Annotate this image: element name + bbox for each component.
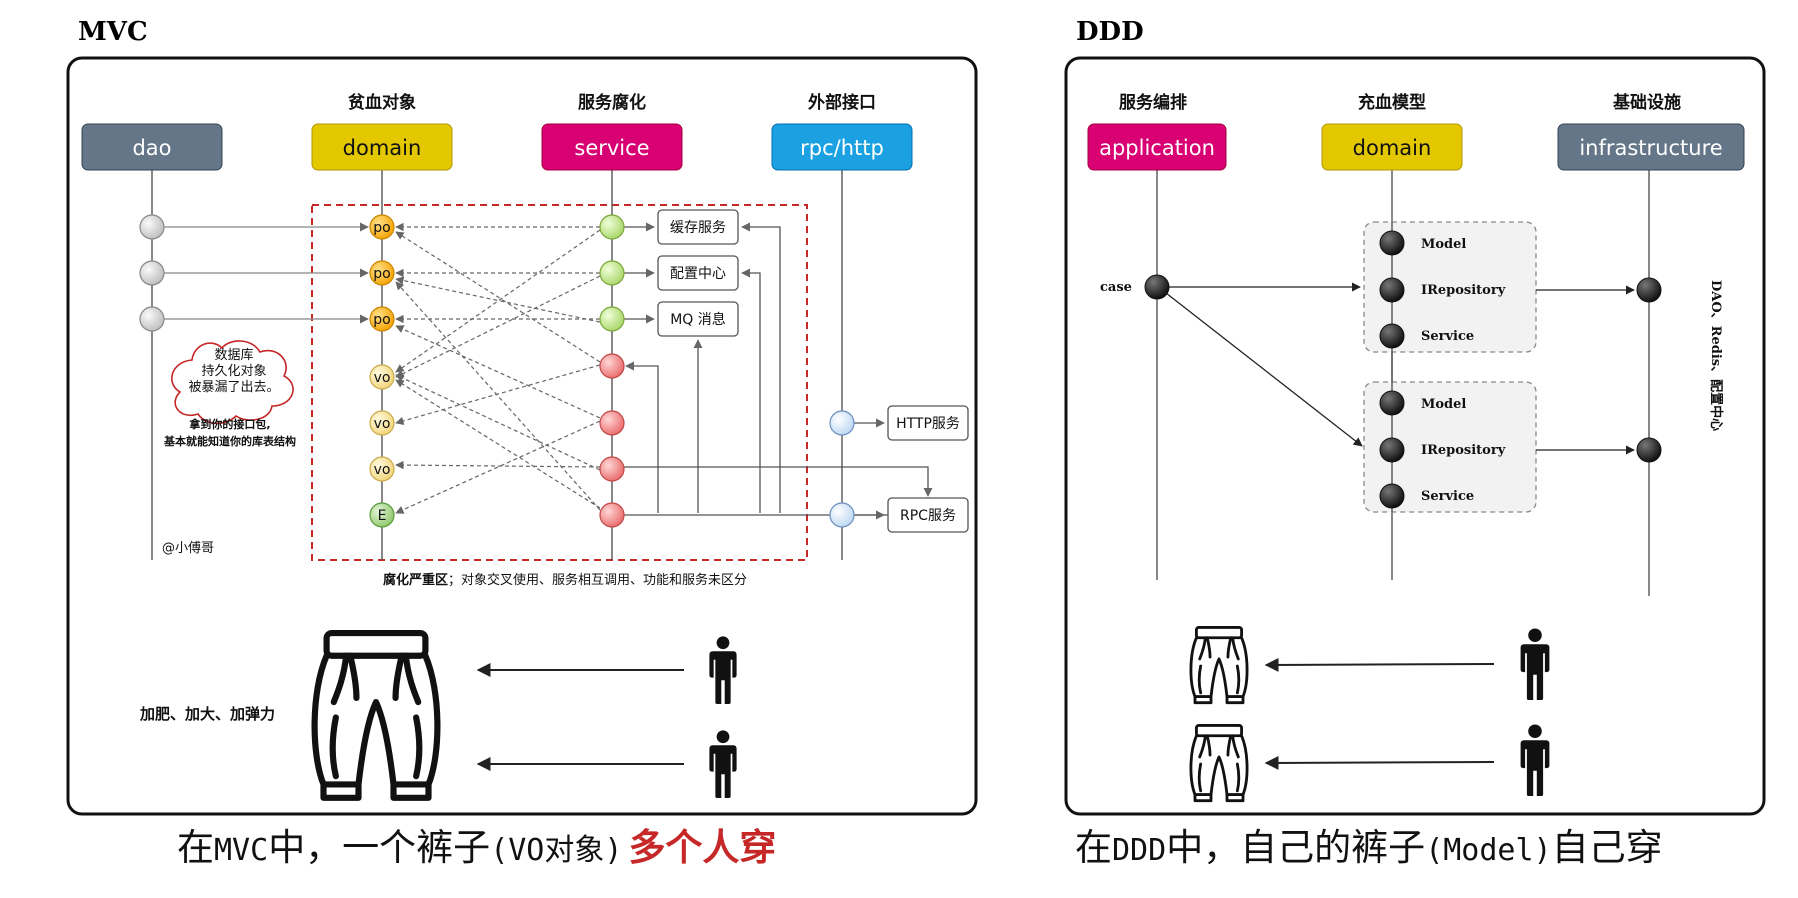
interface-note-1: 拿到你的接口包,	[188, 417, 270, 431]
http-service-box	[887, 405, 969, 441]
mvc-caption-mid: 中，一个裤子	[268, 826, 490, 869]
rpc-http-box	[771, 123, 913, 171]
corruption-zone	[311, 204, 808, 561]
mvc-caption-service: 服务腐化	[578, 92, 646, 113]
domain-object-nodes: po po po vo vo vo E	[369, 214, 395, 528]
mvc-caption-domain: 贫血对象	[347, 92, 416, 113]
ddd-domain-box	[1321, 123, 1463, 171]
rpc-service-label: RPC服务	[900, 508, 956, 524]
mvc-caption-rpc: 外部接口	[808, 92, 876, 113]
http-service-label: HTTP服务	[896, 416, 960, 432]
ddd-layer-boxes: application domain infrastructure	[1087, 123, 1745, 171]
interface-note-2: 基本就能知道你的库表结构	[163, 434, 296, 448]
rpc-http-label: rpc/http	[800, 136, 884, 160]
ddd-caption-application: 服务编排	[1119, 92, 1187, 113]
rpc-service-box	[887, 497, 969, 533]
mvc-caption-prefix: 在	[177, 826, 214, 869]
mvc-panel: MVC 贫血对象 服务腐化 外部接口 dao domain service	[66, 17, 978, 869]
domain-label: domain	[343, 136, 422, 160]
ddd-panel: DDD 服务编排 充血模型 基础设施 application domain in…	[1064, 17, 1766, 869]
corruption-zone-label: 腐化严重区；对象交叉使用、服务相互调用、功能和服务未区分	[383, 572, 747, 588]
ddd-nodes	[1144, 230, 1662, 509]
mvc-caption-emph: 多个人穿	[628, 826, 776, 869]
mvc-caption: 在MVC中，一个裤子(VO对象)多个人穿	[177, 826, 776, 869]
po-label-2: po	[373, 266, 390, 282]
rpc-http-nodes	[829, 410, 855, 528]
mvc-layer-boxes: dao domain service rpc/http	[81, 123, 913, 171]
vo-label-3: vo	[374, 462, 391, 478]
mvc-caption-mvc: MVC	[214, 833, 268, 868]
infra-boxes: 缓存服务 配置中心 MQ 消息	[657, 209, 739, 337]
domain-group-2	[1363, 381, 1537, 513]
ddd-pants-arrow-1	[1264, 657, 1495, 672]
dao-to-po-arrows	[164, 222, 369, 324]
dao-nodes	[139, 214, 165, 332]
dao-label: dao	[132, 136, 171, 160]
service-nodes	[599, 214, 625, 528]
service-box	[541, 123, 683, 171]
group-2-model: Model	[1421, 397, 1466, 412]
domain-box	[311, 123, 453, 171]
dao-box	[81, 123, 223, 171]
group-1-service: Service	[1421, 329, 1474, 344]
ddd-caption: 在DDD中，自己的裤子(Model)自己穿	[1075, 826, 1663, 869]
service-label: service	[574, 136, 649, 160]
cache-service-box	[657, 209, 739, 245]
ddd-caption-mid: 中，自己的裤子	[1166, 826, 1425, 869]
ddd-caption-domain: 充血模型	[1358, 92, 1426, 113]
config-center-box	[657, 255, 739, 291]
ddd-caption-infrastructure: 基础设施	[1612, 92, 1681, 113]
ddd-caption-end: 自己穿	[1552, 826, 1663, 869]
application-box	[1087, 123, 1227, 171]
group-2-service: Service	[1421, 489, 1474, 504]
corruption-zone-label-bold: 腐化严重区	[383, 572, 448, 588]
application-label: application	[1099, 136, 1215, 160]
author-label: @小傅哥	[162, 541, 214, 556]
infrastructure-label: infrastructure	[1579, 136, 1722, 160]
corruption-zone-label-rest: ；对象交叉使用、服务相互调用、功能和服务未区分	[448, 572, 747, 588]
ddd-caption-prefix: 在	[1075, 826, 1112, 869]
vo-label-2: vo	[374, 416, 391, 432]
cloud-line-1: 数据库	[214, 347, 253, 363]
entity-label: E	[378, 508, 387, 524]
po-label-3: po	[373, 312, 390, 328]
cache-service-label: 缓存服务	[670, 220, 726, 236]
ddd-caption-code: (Model)	[1425, 833, 1551, 868]
cloud-line-2: 持久化对象	[201, 364, 266, 379]
ddd-caption-ddd: DDD	[1112, 833, 1166, 868]
ddd-domain-label: domain	[1353, 136, 1432, 160]
po-label-1: po	[373, 220, 390, 236]
mvc-frame	[66, 56, 978, 816]
case-label: case	[1100, 280, 1132, 295]
group-1-irepository: IRepository	[1421, 283, 1506, 298]
infrastructure-box	[1557, 123, 1745, 171]
ddd-arrows	[1165, 282, 1635, 455]
mvc-caption-code: (VO对象)	[490, 833, 622, 868]
infrastructure-vertical-note: DAO、Redis、配置中心	[1708, 280, 1724, 431]
mq-box	[657, 301, 739, 337]
domain-group-1	[1363, 221, 1537, 353]
mvc-heading: MVC	[78, 17, 148, 47]
vo-label-1: vo	[374, 370, 391, 386]
cross-usage-arrows	[395, 222, 601, 514]
config-center-label: 配置中心	[670, 266, 726, 282]
group-1-model: Model	[1421, 237, 1466, 252]
mq-label: MQ 消息	[670, 311, 726, 328]
ddd-pants-arrow-2	[1264, 755, 1495, 770]
pants-note: 加肥、加大、加弹力	[139, 705, 275, 723]
database-cloud: 数据库 持久化对象 被暴漏了出去。	[171, 340, 294, 425]
cloud-line-3: 被暴漏了出去。	[188, 379, 279, 395]
ddd-heading: DDD	[1076, 17, 1144, 47]
group-2-irepository: IRepository	[1421, 443, 1506, 458]
